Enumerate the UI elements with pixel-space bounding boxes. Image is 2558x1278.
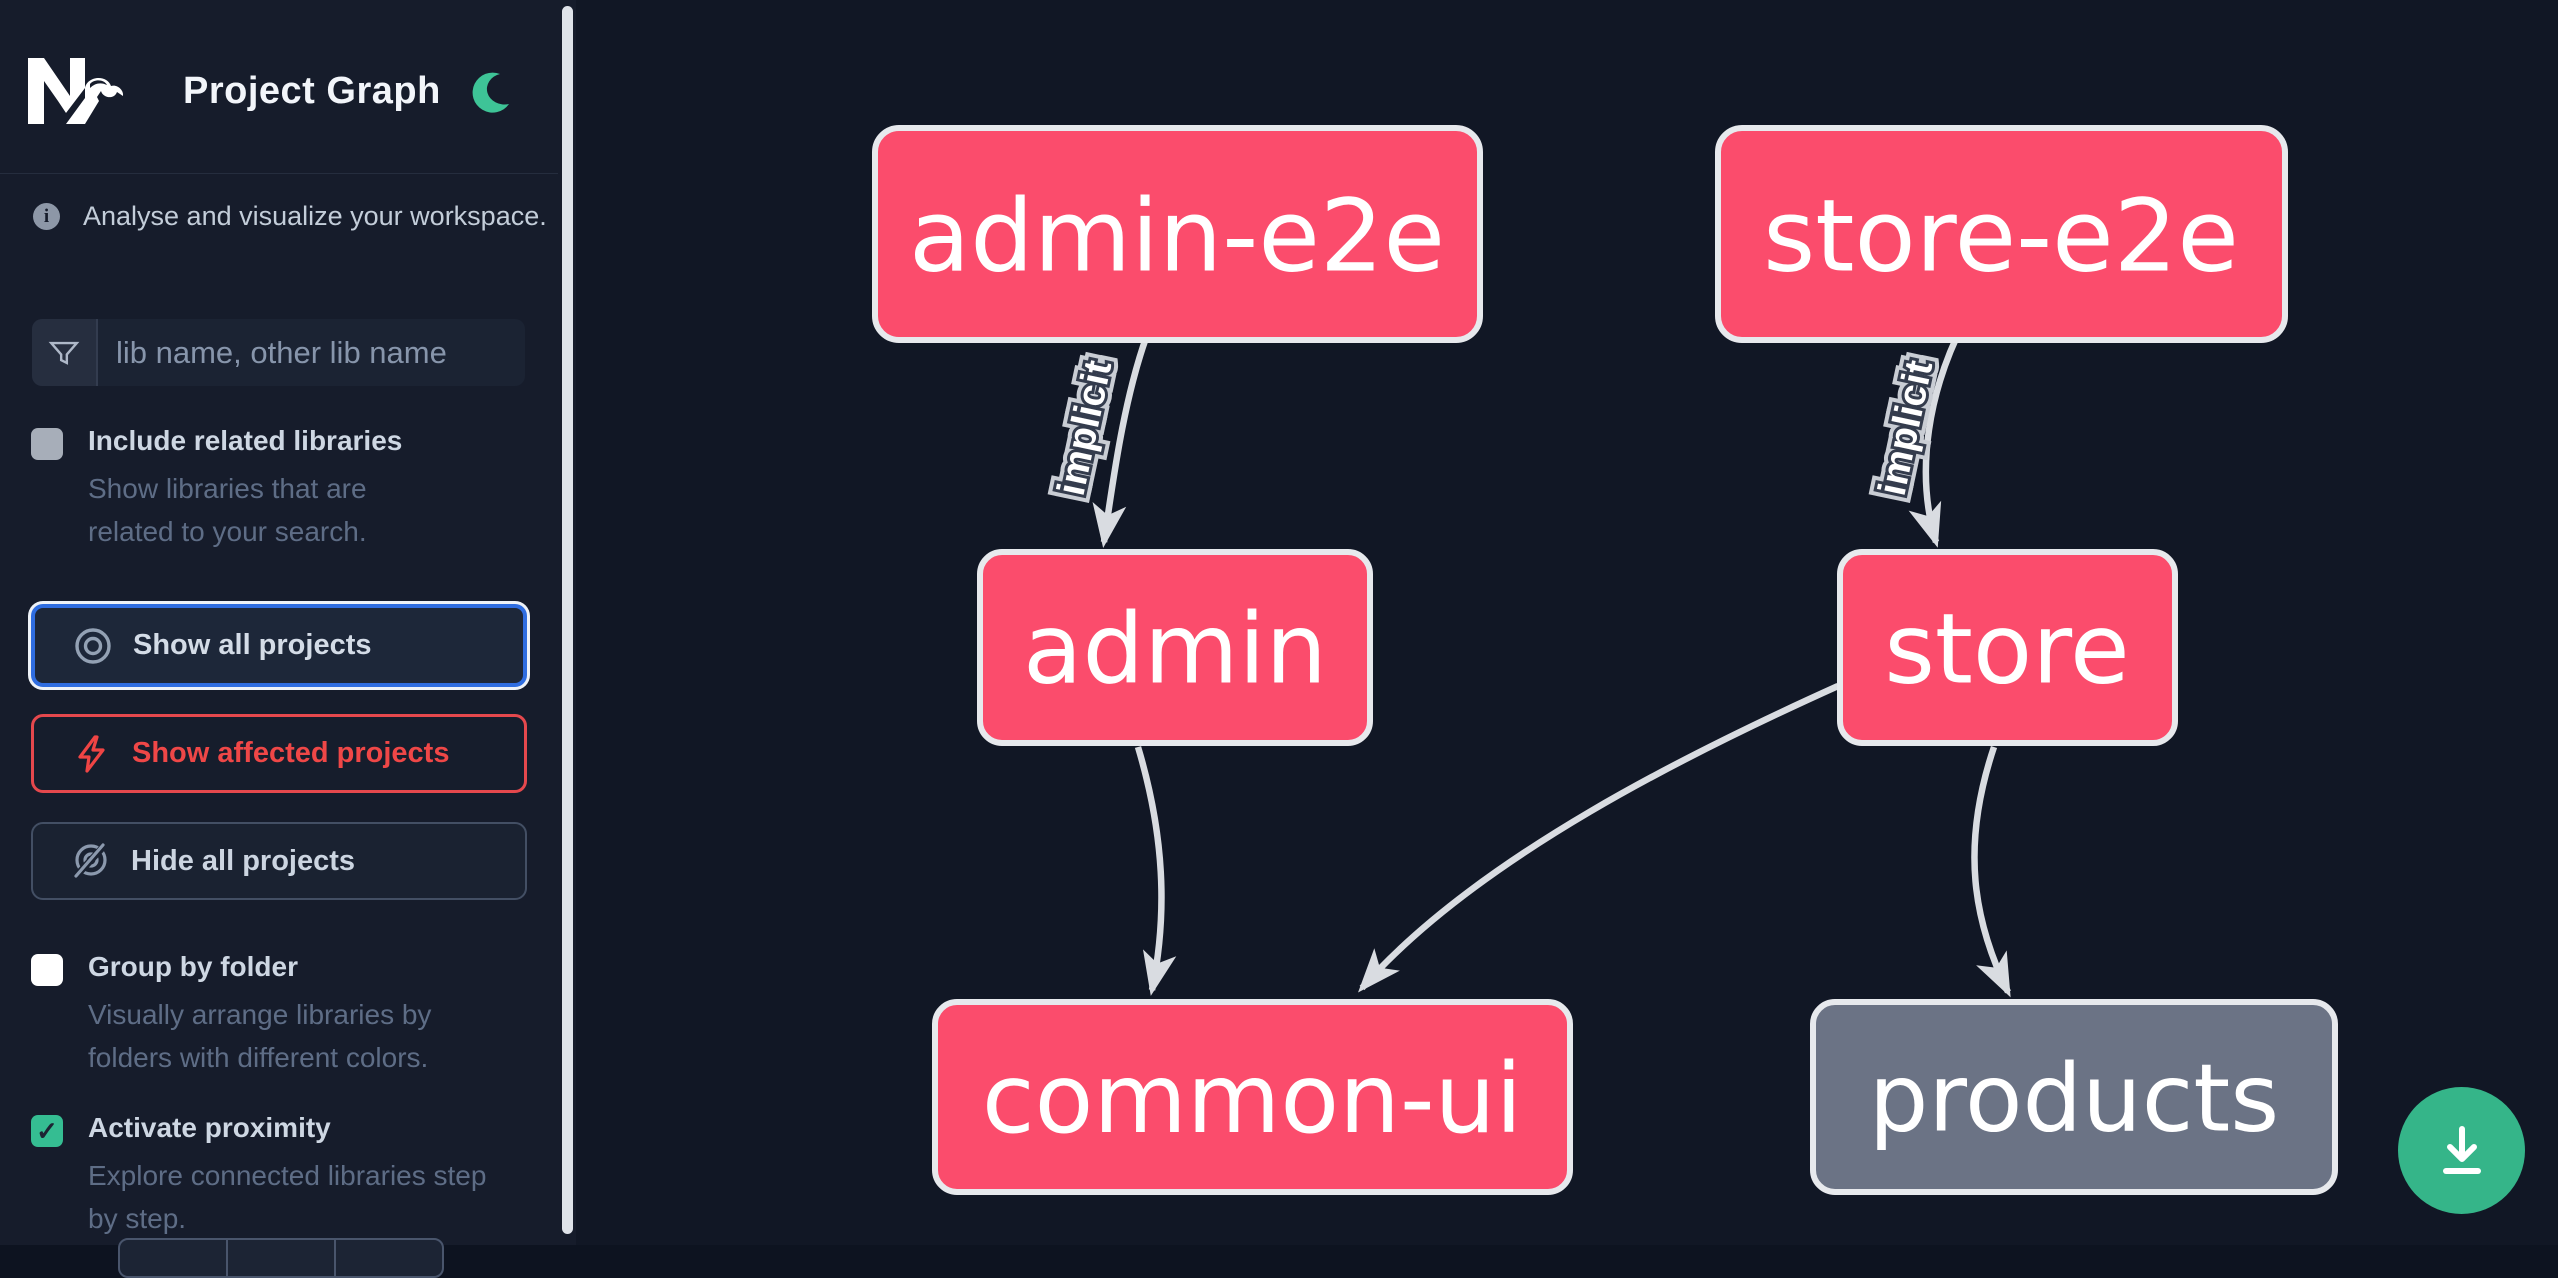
project-graph-svg: implicit implicit implicit implicit admi… — [872, 125, 2338, 1195]
edge-label-implicit-admin: implicit implicit — [1043, 350, 1127, 506]
include-related-description: Show libraries that are related to your … — [88, 473, 367, 548]
include-related-toggle: Include related libraries Show libraries… — [31, 425, 531, 554]
tagline: Analyse and visualize your workspace. — [83, 201, 547, 231]
proximity-step-control[interactable] — [118, 1238, 444, 1278]
bolt-icon — [78, 734, 105, 773]
svg-text:admin-e2e: admin-e2e — [909, 178, 1445, 295]
group-by-folder-checkbox[interactable] — [31, 954, 63, 986]
svg-text:store-e2e: store-e2e — [1763, 178, 2239, 295]
activate-proximity-checkbox[interactable]: ✓ — [31, 1115, 63, 1147]
workspace-info-row: i Analyse and visualize your workspace. — [33, 201, 547, 232]
include-related-checkbox[interactable] — [31, 428, 63, 460]
svg-text:implicit: implicit — [1050, 357, 1120, 499]
proximity-step-segment[interactable] — [120, 1240, 228, 1276]
edge-store-e2e-to-store[interactable] — [1908, 320, 1967, 548]
node-common-ui[interactable]: common-ui — [932, 999, 1573, 1195]
group-by-folder-label: Group by folder — [88, 951, 298, 982]
app-title: Project Graph — [183, 70, 441, 112]
activate-proximity-toggle: ✓ Activate proximity Explore connected l… — [31, 1112, 531, 1241]
download-icon — [2442, 1125, 2481, 1174]
svg-text:admin: admin — [1023, 593, 1327, 706]
node-admin[interactable]: admin — [977, 549, 1373, 746]
filter-funnel-icon — [32, 319, 98, 386]
node-store-e2e[interactable]: store-e2e — [1715, 125, 2288, 343]
sidebar-scrollbar[interactable] — [562, 6, 573, 1234]
svg-text:store: store — [1884, 593, 2129, 706]
sidebar: Project Graph i Analyse and visualize yo… — [0, 0, 576, 1278]
show-affected-projects-button[interactable]: Show affected projects — [31, 714, 527, 793]
moon-theme-toggle-icon[interactable] — [470, 72, 510, 114]
proximity-step-segment[interactable] — [336, 1240, 442, 1276]
edge-admin-e2e-to-admin[interactable] — [1092, 320, 1156, 548]
activate-proximity-description: Explore connected libraries step by step… — [88, 1160, 487, 1235]
nx-logo-icon — [28, 58, 124, 124]
show-all-projects-button[interactable]: Show all projects — [31, 604, 527, 687]
eye-off-icon — [74, 843, 107, 878]
group-by-folder-description: Visually arrange libraries by folders wi… — [88, 999, 432, 1074]
activate-proximity-label: Activate proximity — [88, 1112, 331, 1143]
edge-store-to-products[interactable] — [1971, 745, 2011, 998]
svg-text:products: products — [1869, 1045, 2280, 1154]
edge-store-to-common-ui[interactable] — [1358, 683, 1840, 993]
include-related-label: Include related libraries — [88, 425, 403, 456]
show-all-projects-label: Show all projects — [133, 629, 372, 661]
node-store[interactable]: store — [1837, 549, 2178, 746]
svg-text:common-ui: common-ui — [982, 1043, 1522, 1155]
edge-admin-to-common-ui[interactable] — [1134, 746, 1177, 996]
group-by-folder-toggle: Group by folder Visually arrange librari… — [31, 951, 531, 1080]
show-affected-projects-label: Show affected projects — [132, 737, 450, 769]
eye-icon — [75, 627, 111, 664]
proximity-step-segment[interactable] — [228, 1240, 336, 1276]
search-input[interactable] — [98, 319, 525, 386]
hide-all-projects-label: Hide all projects — [131, 844, 356, 877]
search-box — [32, 319, 525, 386]
info-icon: i — [33, 203, 60, 230]
node-admin-e2e[interactable]: admin-e2e — [872, 125, 1483, 343]
node-products[interactable]: products — [1810, 999, 2338, 1195]
sidebar-header: Project Graph — [0, 0, 558, 174]
hide-all-projects-button[interactable]: Hide all projects — [31, 822, 527, 900]
download-graph-button[interactable] — [2398, 1087, 2525, 1214]
